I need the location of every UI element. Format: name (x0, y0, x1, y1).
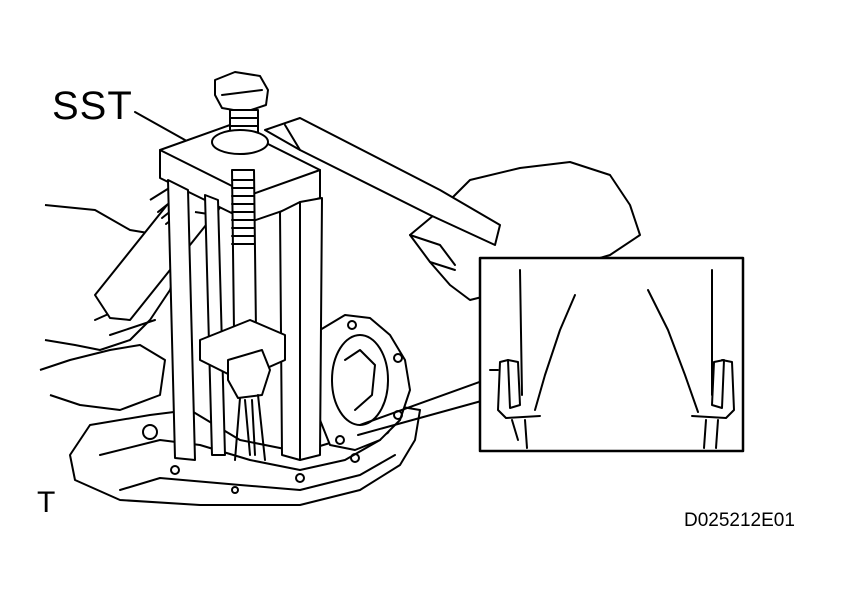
inset-pointer-lines (357, 379, 486, 436)
bearing-housing (319, 314, 411, 451)
sst-label: SST (52, 84, 133, 128)
sst-leader-line (134, 111, 186, 141)
figure-code: D025212E01 (684, 510, 795, 531)
orientation-label: T (37, 486, 56, 519)
sst-puller-frame (159, 71, 323, 461)
inset-detail-box (478, 256, 745, 453)
puller-handle (264, 117, 501, 246)
transmission-case (69, 404, 421, 506)
right-hand (409, 161, 641, 301)
